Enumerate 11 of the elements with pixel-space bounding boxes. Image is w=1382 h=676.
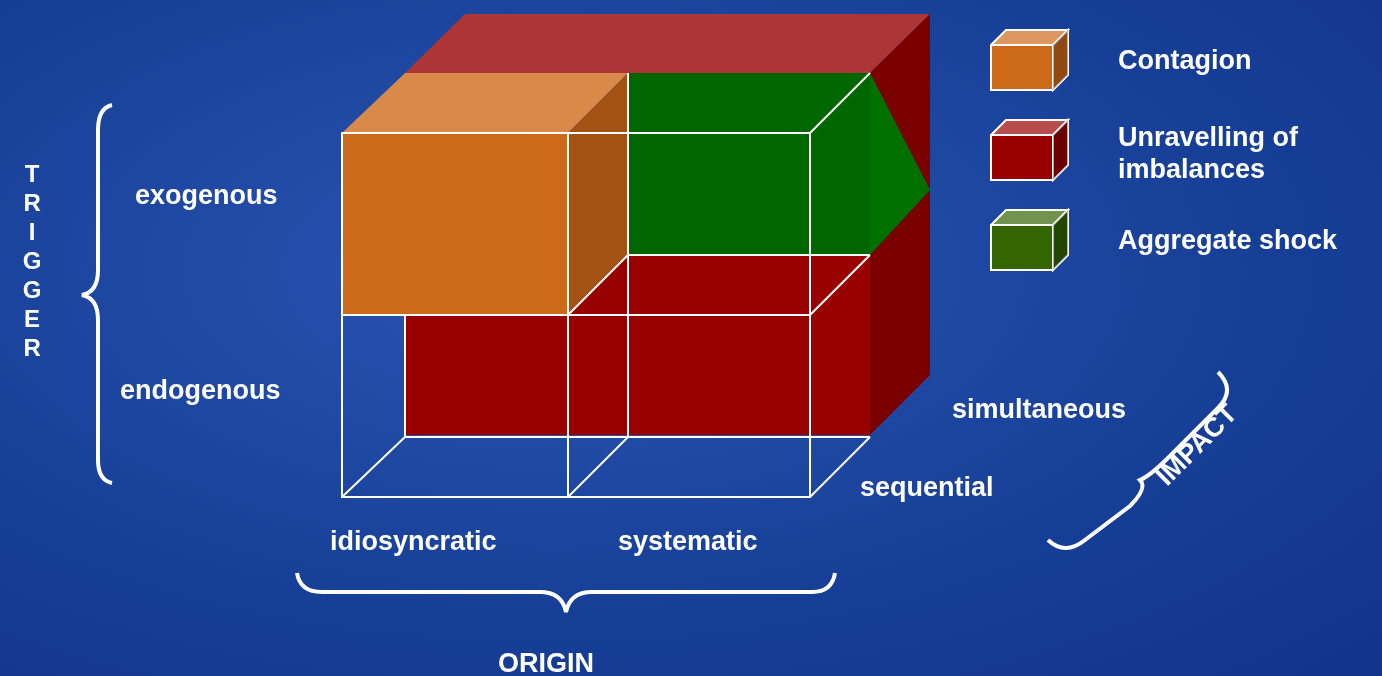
category-label: idiosyncratic: [330, 526, 497, 558]
legend-label: Unravelling of imbalances: [1118, 121, 1300, 186]
legend-label: Contagion: [1118, 44, 1253, 77]
axis-label: TRIGGER: [18, 160, 46, 363]
legend-label: Aggregate shock: [1118, 224, 1339, 257]
category-label: sequential: [860, 472, 994, 504]
axis-label: ORIGIN: [498, 648, 594, 676]
category-label: simultaneous: [952, 394, 1127, 426]
category-label: endogenous: [120, 375, 281, 407]
category-label: exogenous: [135, 180, 278, 212]
category-label: systematic: [618, 526, 758, 558]
